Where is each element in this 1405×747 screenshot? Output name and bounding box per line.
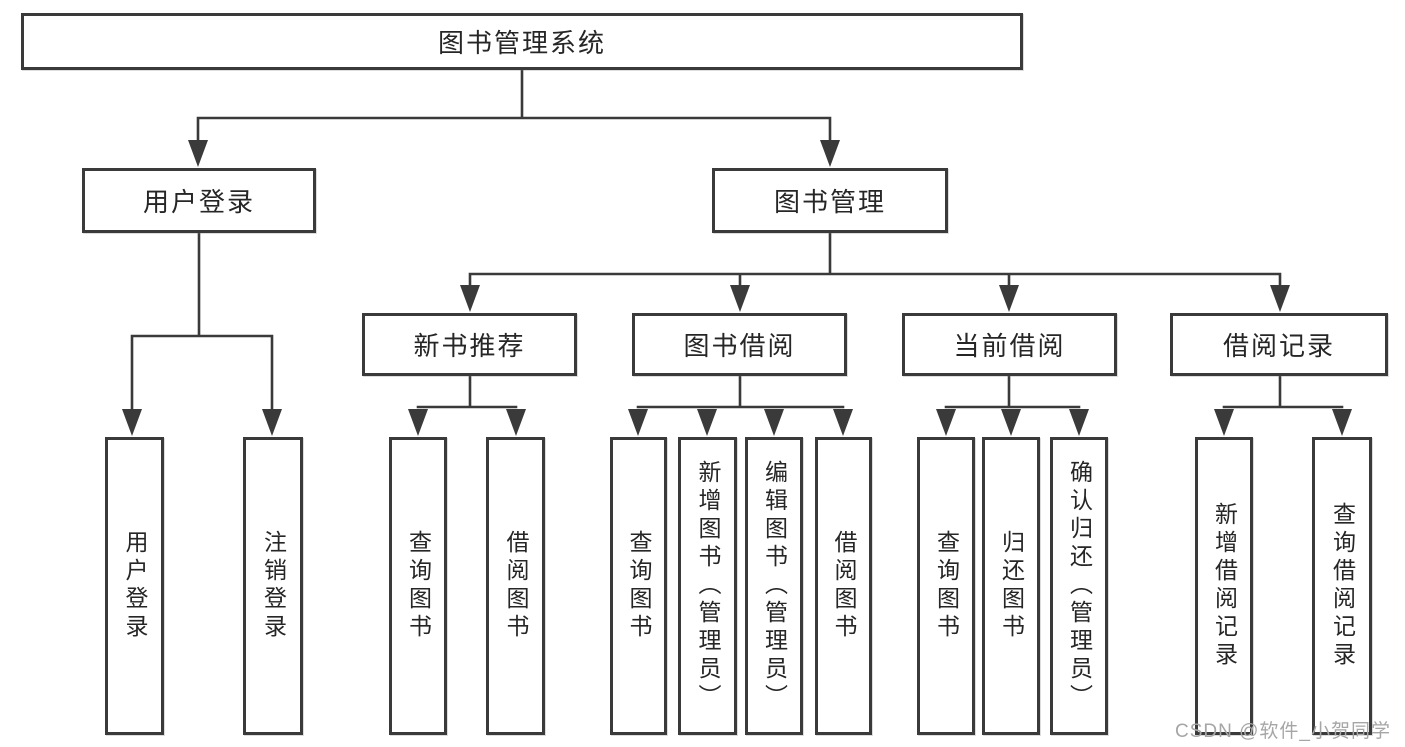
node-label: 查询借阅记录 [1329,502,1356,670]
node-label: 新增借阅记录 [1211,502,1238,670]
node-label: 当前借阅 [953,331,1066,361]
node-label: 查询图书 [626,530,652,642]
node-book-management: 图书管理 [712,168,948,233]
tree-edges [130,68,1344,414]
node-label: 归还图书 [998,530,1025,642]
leaf-return-books: 归还图书 [982,437,1040,735]
node-label: 确认归还（管理员） [1066,460,1093,712]
node-label: 图书管理 [773,187,886,217]
node-current-borrow: 当前借阅 [902,313,1117,376]
node-book-borrow: 图书借阅 [632,313,847,376]
node-label: 新书推荐 [413,331,526,361]
node-label: 借阅图书 [503,530,529,642]
leaf-borrow-books: 借阅图书 [815,437,872,735]
node-label: 用户登录 [122,530,148,642]
node-label: 用户登录 [142,187,255,217]
leaf-query-books-current: 查询图书 [917,437,975,735]
node-borrow-records: 借阅记录 [1170,313,1388,376]
leaf-query-books-borrow: 查询图书 [610,437,667,735]
leaf-query-books-recommend: 查询图书 [389,437,447,735]
leaf-add-borrow-record: 新增借阅记录 [1195,437,1253,735]
node-label: 借阅记录 [1222,331,1335,361]
leaf-confirm-return-admin: 确认归还（管理员） [1050,437,1108,735]
node-root-library-system: 图书管理系统 [21,13,1023,70]
arrowheads [122,140,1352,436]
leaf-add-books-admin: 新增图书（管理员） [678,437,737,735]
node-label: 注销登录 [260,530,287,642]
node-label: 编辑图书（管理员） [761,460,788,712]
node-user-login: 用户登录 [82,168,316,233]
csdn-watermark: CSDN @软件_小贺同学 [1175,721,1391,742]
leaf-logout: 注销登录 [243,437,303,735]
leaf-edit-books-admin: 编辑图书（管理员） [745,437,803,735]
node-label: 查询图书 [933,530,960,642]
leaf-user-login: 用户登录 [105,437,164,735]
node-label: 借阅图书 [831,530,857,642]
leaf-query-borrow-record: 查询借阅记录 [1312,437,1372,735]
node-label: 查询图书 [405,530,432,642]
node-label: 新增图书（管理员） [695,460,721,712]
leaf-borrow-books-recommend: 借阅图书 [486,437,545,735]
node-label: 图书借阅 [683,331,796,361]
node-new-book-recommend: 新书推荐 [362,313,577,376]
node-label: 图书管理系统 [437,28,606,58]
